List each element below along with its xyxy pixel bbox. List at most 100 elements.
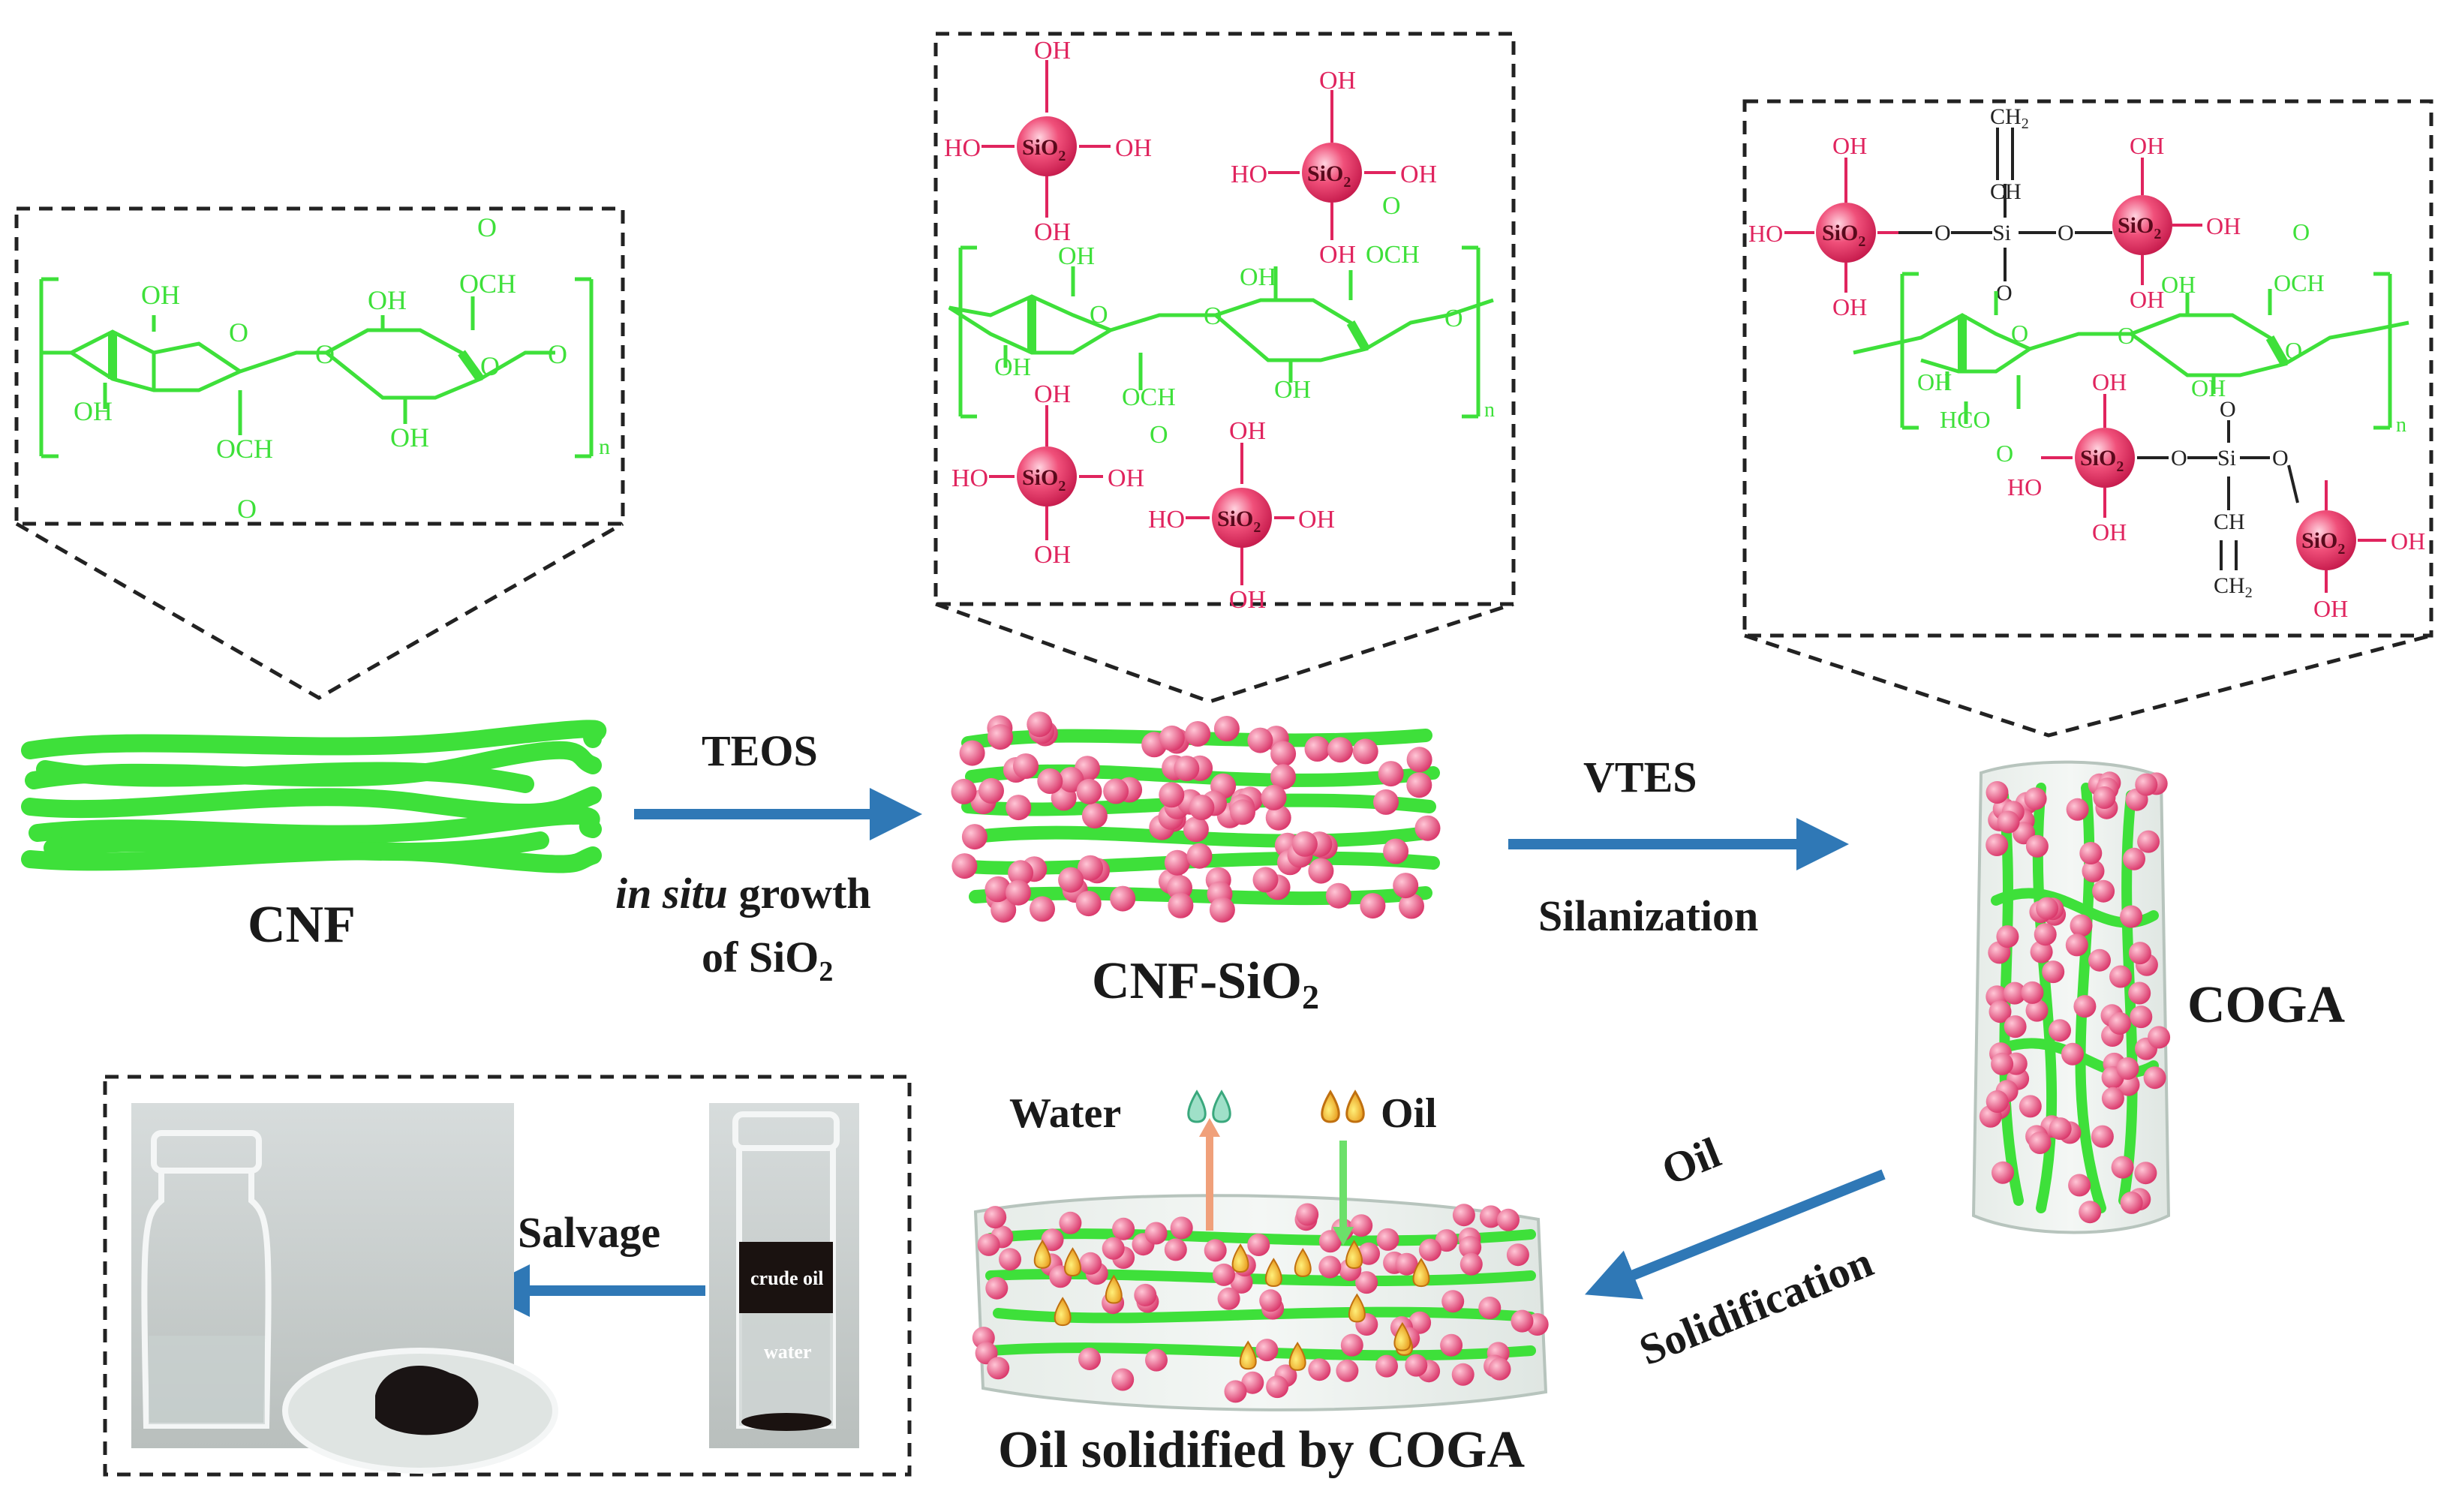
ho-label: HO (1148, 506, 1185, 534)
aldehyde-rev-label: HCO (1940, 406, 1991, 433)
ring-oxygen-label: O (229, 317, 248, 347)
aldehyde-label: OCH (1122, 383, 1176, 411)
vtes-label: VTES (1583, 753, 1697, 801)
silica-particle (2049, 1019, 2071, 1042)
cnf-cellulose-structure: OH OH O O OCH O OH OCH O O OH O n (39, 212, 610, 524)
silica-particle (1451, 1363, 1475, 1386)
silica-particle (1013, 753, 1039, 779)
silica-particle (1058, 867, 1084, 893)
silica-particle (1209, 897, 1235, 923)
silica-particle (1511, 1309, 1534, 1333)
sio2-label: SiO2 (1822, 221, 1865, 250)
silica-particle (1230, 1270, 1253, 1294)
glycosidic-oxygen-label: O (2118, 322, 2135, 349)
silica-particle (2034, 923, 2057, 946)
silica-particle (2128, 981, 2151, 1005)
silica-particle (1213, 716, 1240, 741)
silica-particle (2111, 1156, 2134, 1179)
silica-particle (2093, 786, 2116, 809)
insitu-growth-label: in situ growth (615, 869, 871, 918)
oh-label: OH (2092, 519, 2127, 546)
oil-droplet-icon (1054, 1297, 1072, 1327)
ring-oxygen-label: O (1090, 301, 1108, 329)
silica-particle (2143, 1066, 2166, 1090)
silica-particle (1189, 795, 1215, 820)
oh-label: OH (1034, 218, 1071, 246)
silica-particle (2101, 1087, 2124, 1110)
silica-particle (1376, 1228, 1399, 1251)
silica-particle (2036, 897, 2059, 920)
silica-particle (1134, 1283, 1157, 1306)
silica-particle (1213, 1263, 1235, 1286)
silica-particle (1266, 1375, 1289, 1399)
oh-label: OH (1917, 368, 1952, 395)
oh-label: OH (2313, 595, 2348, 622)
oh-label: OH (1832, 132, 1867, 159)
silica-particle (2135, 773, 2158, 796)
silica-particle (2148, 1026, 2171, 1049)
si-label: Si (2217, 446, 2236, 470)
silica-particle (1441, 1290, 1465, 1313)
silica-particle (1144, 1222, 1168, 1245)
silica-particle (2137, 830, 2160, 853)
silica-particle (1103, 778, 1129, 804)
teos-label: TEOS (702, 726, 818, 775)
silica-particle (1164, 1238, 1187, 1261)
silica-particle (2066, 798, 2089, 821)
silica-particle (999, 1248, 1021, 1271)
silica-particle (1350, 1214, 1373, 1237)
silica-particle (1408, 1311, 1432, 1334)
oil-droplet-icon (1288, 1342, 1306, 1371)
coga-structure: SiO2 SiO2 SiO2 SiO2 OH HO OH OH OH OH OH… (1748, 104, 2425, 622)
oh-label: OH (2161, 271, 2196, 298)
silica-particle (959, 740, 985, 766)
ether-oxygen-label: O (1444, 305, 1463, 332)
silica-particle (1383, 838, 1409, 864)
process-arrows (477, 788, 1886, 1317)
oil-droplet-icon (1393, 1321, 1411, 1351)
silica-particle (1308, 858, 1334, 884)
oh-label: OH (2191, 374, 2226, 401)
silica-particle (1183, 816, 1209, 843)
silica-particle (2108, 1012, 2131, 1035)
silica-particle (2028, 1132, 2052, 1154)
salvage-label: Salvage (518, 1208, 660, 1257)
silica-particle (1252, 867, 1279, 893)
silica-particle (1440, 1333, 1463, 1357)
silica-particle (984, 1206, 1007, 1229)
silanization-label: Silanization (1538, 891, 1758, 940)
oh-label: OH (1832, 293, 1867, 320)
silica-particle (1986, 781, 2009, 804)
silica-particle (1357, 1242, 1380, 1265)
silica-particle (1989, 1000, 2012, 1024)
silica-particle (2068, 1174, 2091, 1197)
oil-drop-icon (1321, 1090, 1365, 1123)
callout-cnf-sio2 (933, 32, 1516, 704)
oh-label: OH (2206, 212, 2241, 239)
carbonyl-oxygen-label: O (1150, 421, 1168, 449)
silica-particle (1270, 741, 1297, 767)
silica-particle (1986, 1090, 2009, 1113)
empty-vial (141, 1130, 272, 1429)
silica-particle (2109, 965, 2132, 988)
ho-label: HO (1748, 220, 1783, 247)
silica-particle (1174, 756, 1200, 781)
silica-particle (1075, 891, 1102, 917)
cnf-sio2-label: CNF-SiO2 (1092, 952, 1319, 1016)
silica-particle (1304, 736, 1330, 762)
oil-water-vial (732, 1111, 840, 1431)
solidified-oil-lump (375, 1366, 479, 1435)
vinyl-ch-label: CH (2214, 510, 2245, 534)
oil-droplet-icon (1348, 1293, 1366, 1323)
repeat-n-label: n (2396, 413, 2406, 437)
oh-label: OH (1115, 134, 1152, 162)
silica-particle (1506, 1243, 1529, 1267)
silica-particle (1037, 768, 1063, 794)
silica-particle (2021, 981, 2044, 1004)
oil-droplet-icon (1231, 1243, 1249, 1273)
vinyl-ch-label: CH (1990, 179, 2022, 204)
silica-particle (2128, 942, 2151, 965)
repeat-n-label: n (1484, 398, 1495, 422)
oh-label: OH (1298, 506, 1335, 534)
oil-absorb-label: Oil (1381, 1090, 1437, 1137)
